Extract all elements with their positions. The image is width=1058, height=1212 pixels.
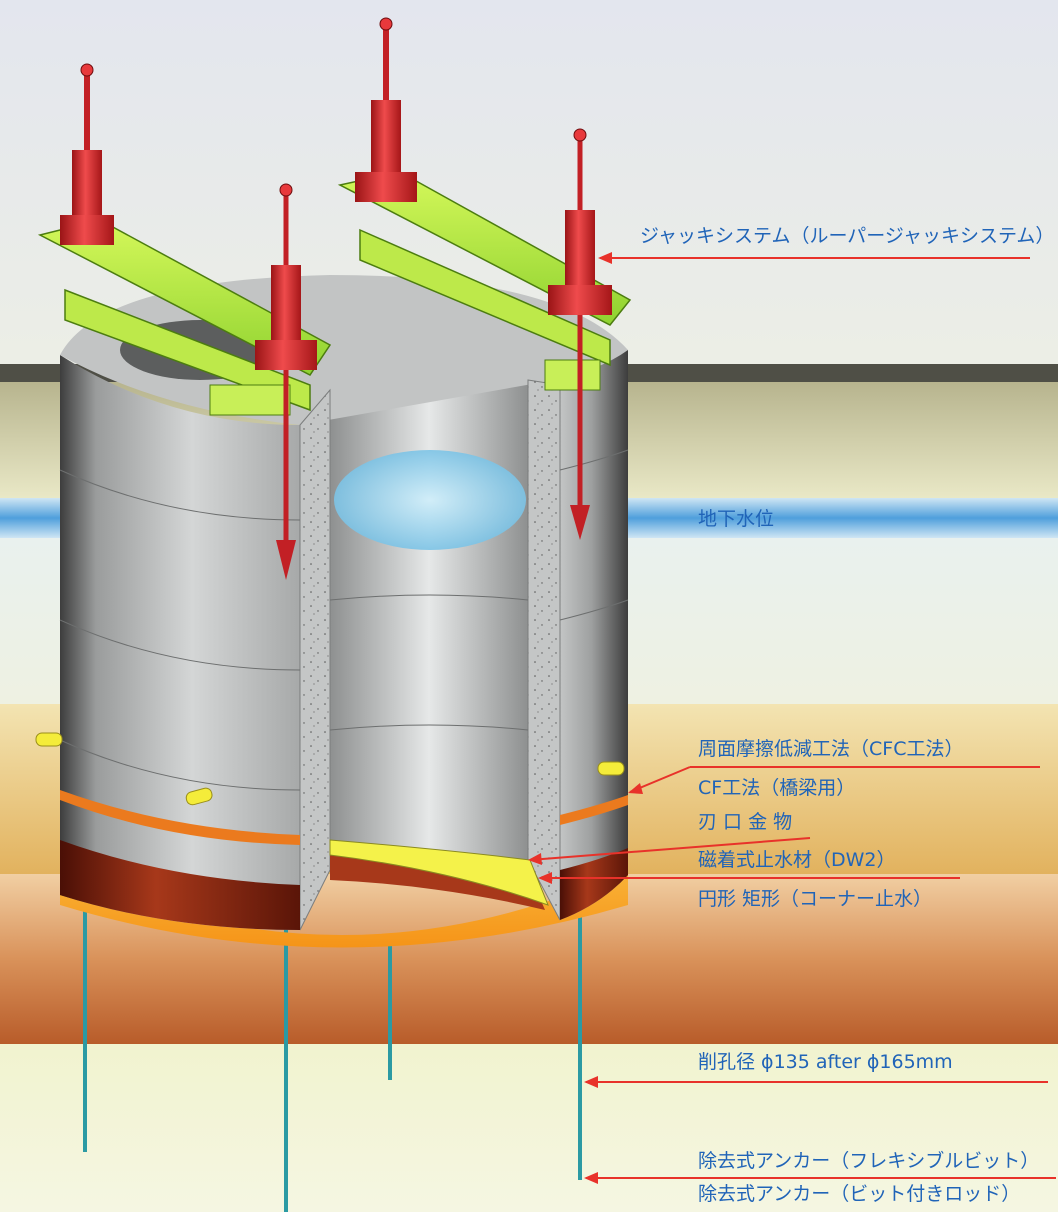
caisson-body [35,275,629,948]
jack-2 [355,17,417,202]
label-anchor-rod: 除去式アンカー（ビット付きロッド） [698,1183,1021,1205]
bearing-layer [0,1044,1058,1212]
label-circle-rect: 円形 矩形（コーナー止水） [698,888,933,910]
label-cf-method: CF工法（橋梁用） [698,777,856,799]
label-magnetic-seal: 磁着式止水材（DW2） [698,849,896,871]
label-anchor-flexi: 除去式アンカー（フレキシブルビット） [698,1150,1040,1172]
jack-1 [60,63,114,245]
label-groundwater: 地下水位 [698,508,775,530]
jack-4 [548,128,612,540]
label-drill-diameter: 削孔径 ϕ135 after ϕ165mm [698,1051,953,1073]
jack-units [60,17,612,580]
label-cfc-method: 周面摩擦低減工法（CFC工法） [698,738,964,760]
leader-lines [528,252,1056,1184]
label-cutting-edge: 刃 口 金 物 [698,811,793,833]
label-jack-system: ジャッキシステム（ルーパージャッキシステム） [640,225,1055,247]
jack-3 [255,183,317,580]
